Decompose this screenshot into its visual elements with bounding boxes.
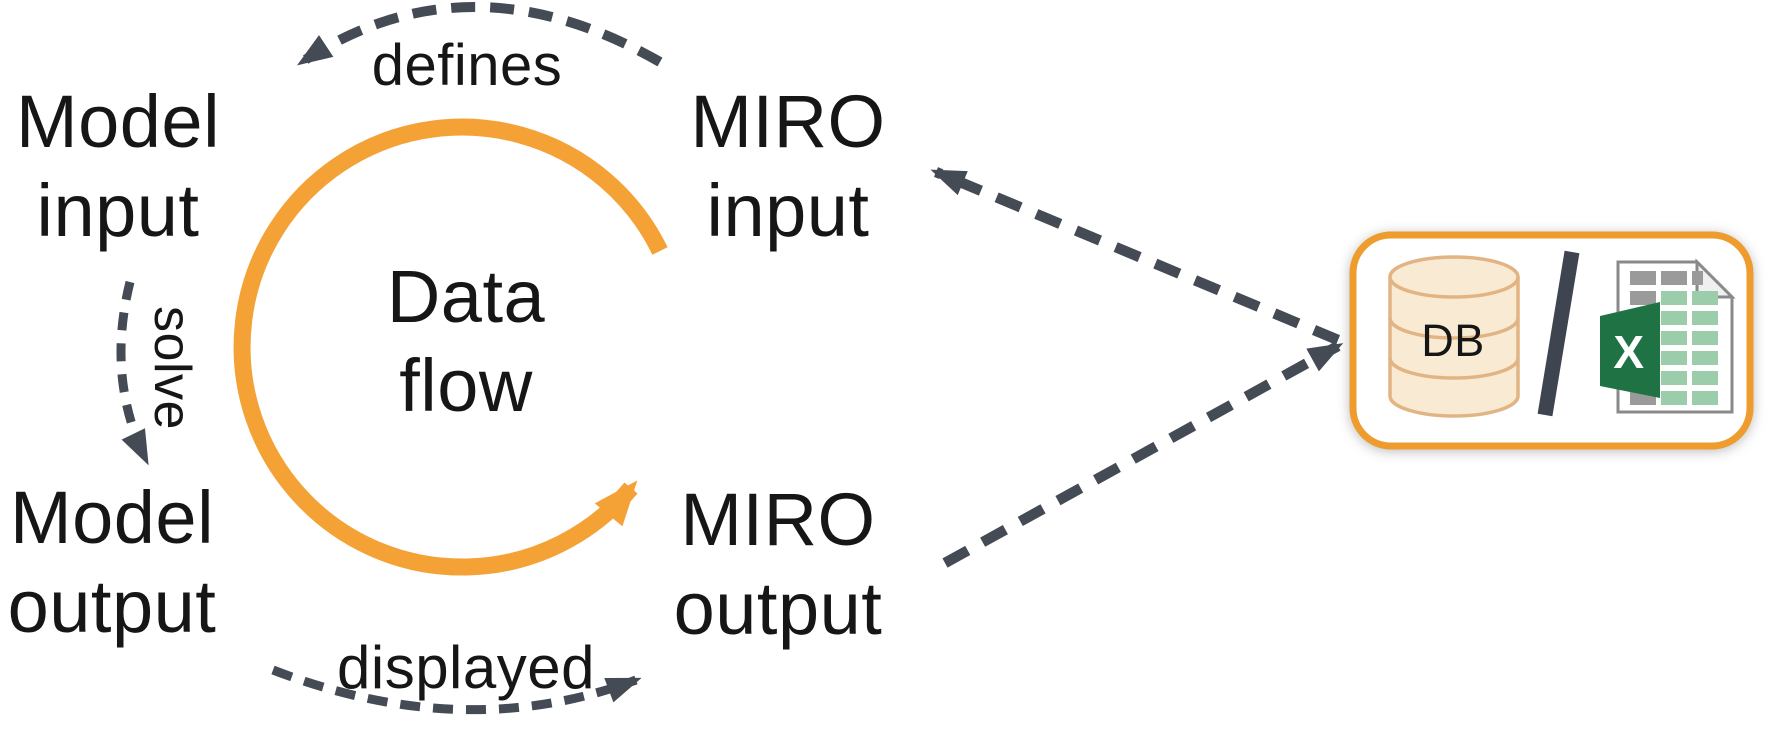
slash-separator-icon	[1537, 250, 1580, 417]
node-miro-output: MIRO output	[673, 478, 883, 650]
edge-label-solve: solve	[143, 306, 201, 430]
node-model-output: Model output	[7, 476, 217, 648]
miro-output-to-db-arrow	[942, 341, 1344, 568]
defines-arrow-icon	[296, 2, 663, 67]
data-flow-cycle-arrow-icon	[233, 118, 668, 576]
excel-x-letter: X	[1613, 326, 1645, 378]
db-label: DB	[1421, 315, 1485, 366]
node-miro-input: MIRO input	[690, 80, 886, 252]
edge-label-displayed: displayed	[336, 634, 596, 701]
excel-x-panel	[1600, 302, 1660, 398]
solve-arrow-icon	[116, 280, 151, 466]
node-model-input: Model input	[15, 80, 221, 252]
database-icon	[1388, 255, 1520, 418]
db-to-miro-input-arrow	[930, 167, 1341, 345]
excel-icon	[1600, 258, 1736, 414]
center-label-data-flow: Data flow	[386, 255, 546, 427]
edge-label-defines: defines	[371, 33, 563, 98]
